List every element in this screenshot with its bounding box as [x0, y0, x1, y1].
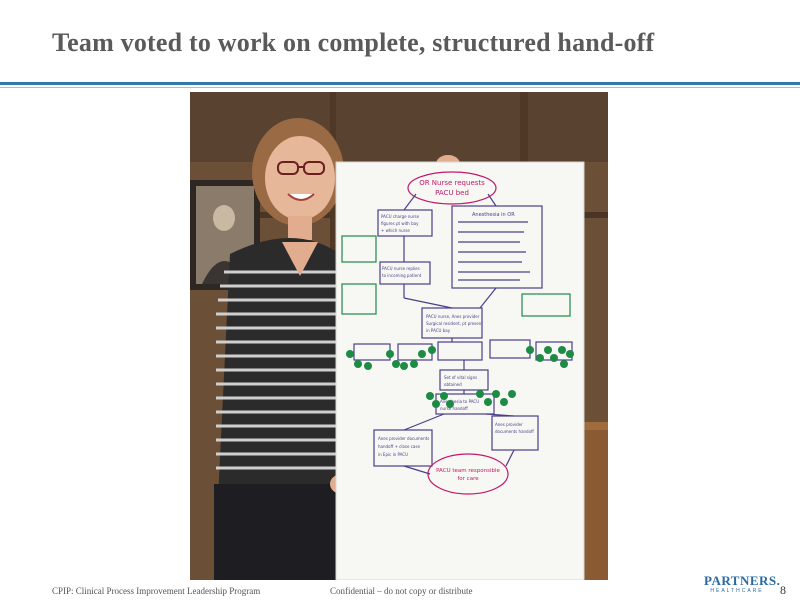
svg-text:to incoming patient: to incoming patient: [382, 273, 422, 278]
svg-text:PACU charge nurse: PACU charge nurse: [381, 214, 420, 219]
svg-text:in PACU bay: in PACU bay: [426, 328, 451, 333]
footer-program: CPIP: Clinical Process Improvement Leade…: [52, 586, 261, 596]
footer-confidential: Confidential – do not copy or distribute: [330, 586, 473, 596]
logo-name: PARTNERS.: [704, 573, 781, 588]
svg-text:Surgical resident, pt present: Surgical resident, pt present: [426, 321, 483, 326]
svg-text:PACU nurse replies: PACU nurse replies: [382, 266, 420, 271]
svg-text:handoff + close case: handoff + close case: [378, 444, 420, 449]
svg-text:+ which nurse: + which nurse: [381, 228, 410, 233]
board-end-line2: for care: [457, 476, 479, 482]
svg-text:Anesthesia to PACU: Anesthesia to PACU: [440, 399, 479, 404]
svg-text:documents handoff: documents handoff: [495, 429, 534, 434]
partners-logo: PARTNERS. HEALTHCARE: [704, 573, 781, 598]
svg-text:Anesthesia in OR: Anesthesia in OR: [472, 212, 515, 218]
page-number: 8: [780, 583, 786, 597]
svg-text:figures pt with bay: figures pt with bay: [381, 221, 419, 226]
team-photo: OR Nurse requests PACU bed PACU team res…: [190, 92, 608, 580]
logo-subtitle: HEALTHCARE: [710, 588, 764, 594]
board-end-line1: PACU team responsible: [436, 468, 500, 474]
board-start-line2: PACU bed: [435, 189, 469, 197]
title-rule: [0, 82, 800, 85]
title-rule-thin: [0, 87, 800, 88]
svg-text:Anes provider documents: Anes provider documents: [378, 436, 429, 441]
svg-text:Anes provider: Anes provider: [495, 422, 523, 427]
svg-text:Set of vital signs: Set of vital signs: [444, 375, 477, 380]
slide-title: Team voted to work on complete, structur…: [52, 28, 655, 57]
svg-text:in Epic in PACU: in Epic in PACU: [378, 452, 408, 457]
svg-text:nurse handoff: nurse handoff: [440, 406, 468, 411]
board-start-line1: OR Nurse requests: [419, 179, 485, 187]
svg-text:PACU nurse, Anes provider: PACU nurse, Anes provider: [426, 314, 480, 319]
svg-text:obtained: obtained: [444, 382, 462, 387]
